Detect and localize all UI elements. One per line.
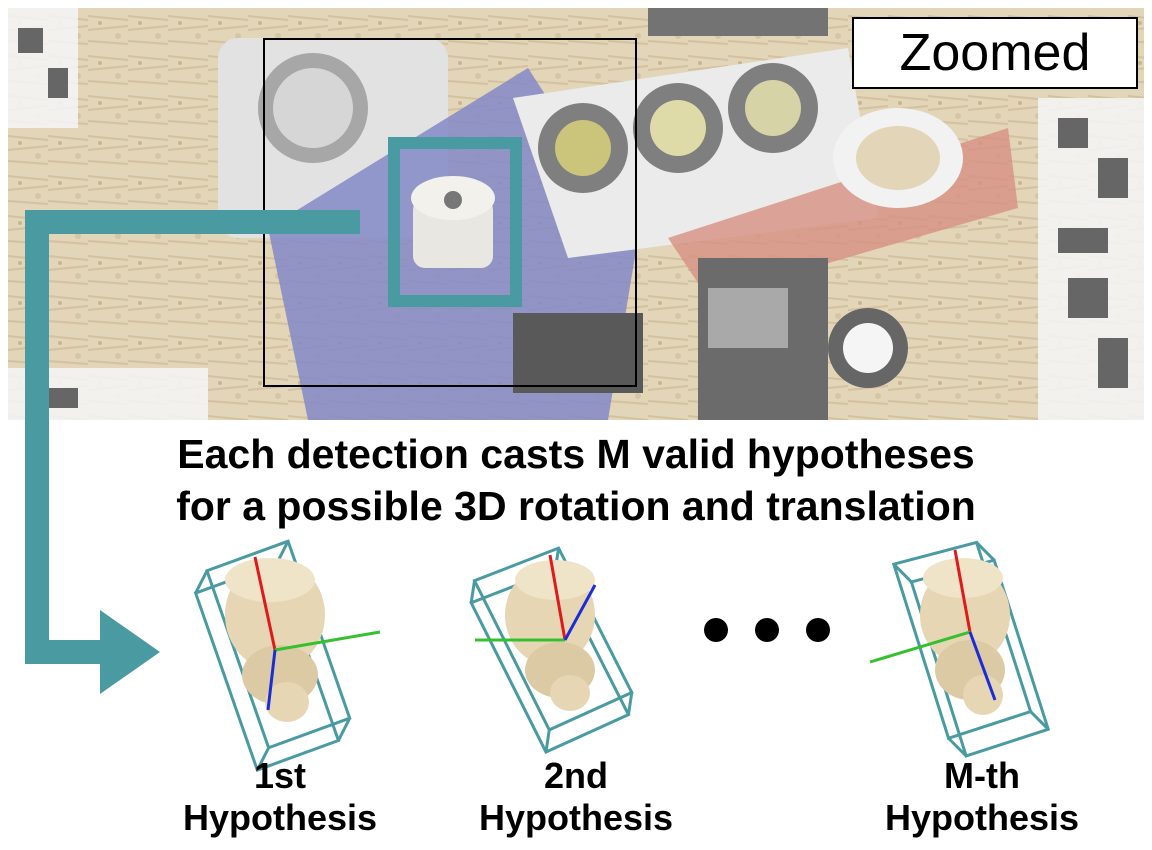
detected-object <box>411 176 495 268</box>
hypothesis-m-label: M-th Hypothesis <box>872 755 1092 839</box>
hypothesis-2-label: 2nd Hypothesis <box>466 755 686 839</box>
hypothesis-2-ordinal: 2nd <box>543 755 608 796</box>
hypothesis-m-word: Hypothesis <box>884 797 1080 838</box>
hypothesis-1-render <box>193 539 381 772</box>
hypothesis-2-word: Hypothesis <box>478 797 674 838</box>
hypothesis-2-render <box>469 546 634 754</box>
hypothesis-1-ordinal: 1st <box>253 755 307 796</box>
connector-arrow <box>25 210 360 694</box>
hypothesis-1-word: Hypothesis <box>182 797 378 838</box>
hypothesis-1-label: 1st Hypothesis <box>170 755 390 839</box>
caption-line-1: Each detection casts M valid hypotheses <box>177 431 975 477</box>
caption: Each detection casts M valid hypotheses … <box>0 428 1152 532</box>
caption-line-2: for a possible 3D rotation and translati… <box>176 483 976 529</box>
detection-box <box>388 137 522 307</box>
hypothesis-m-render <box>869 540 1051 758</box>
zoomed-label: Zoomed <box>852 17 1138 89</box>
hypothesis-m-ordinal: M-th <box>944 755 1020 796</box>
ellipsis-dots <box>704 618 830 642</box>
